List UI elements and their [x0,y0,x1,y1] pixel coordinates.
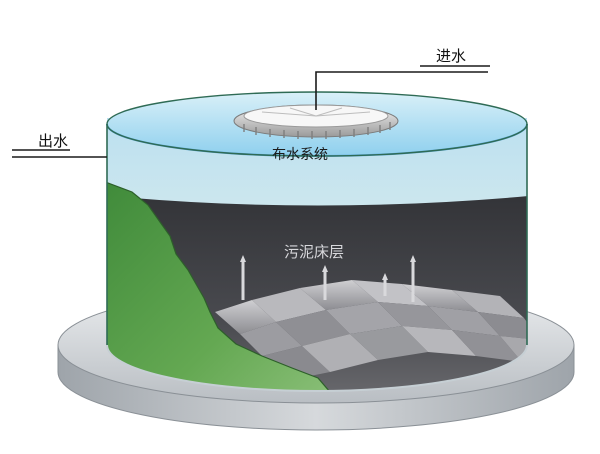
outlet-pipe [12,149,107,158]
rock-wall [107,179,332,391]
sludge-bed-label: 污泥床层 [284,243,344,261]
tank-interior [107,118,527,391]
sludge-shards [215,280,527,380]
distribution-disc [233,104,399,139]
distribution-label: 布水系统 [272,147,328,163]
outlet-label: 出水 [38,132,68,150]
tank-bottom-rim [106,344,528,392]
inlet-pipe [315,65,490,110]
upflow-arrows [240,255,416,302]
inlet-label: 进水 [436,47,466,65]
